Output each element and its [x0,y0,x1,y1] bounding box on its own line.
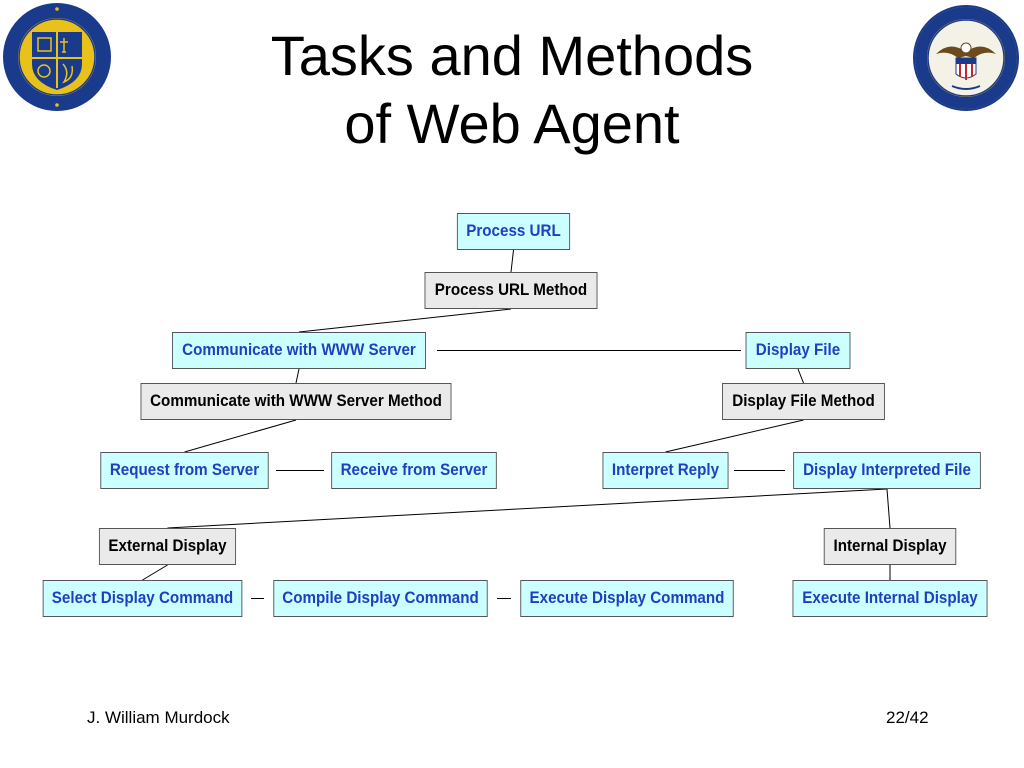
footer-page-number: 22/42 [886,708,929,727]
connector-communicate_with_www_server-to-communicate_with_www_server_method [295,368,300,384]
slide-title-line-1: Tasks and Methods [270,24,754,87]
department-of-the-navy-seal-icon [913,5,1019,111]
node-display-interpreted-file: Display Interpreted File [793,452,981,489]
node-interpret-reply: Interpret Reply [602,452,729,489]
node-execute-display-command: Execute Display Command [520,580,734,617]
slide-title-line-2: of Web Agent [344,92,680,155]
connector-external_display-to-select_display_command [142,564,168,581]
node-request-from-server: Request from Server [100,452,269,489]
connector-communicate_with_www_server_method-to-request_from_server [184,419,297,453]
naval-research-laboratory-seal-icon [3,3,111,111]
node-communicate-with-www-server: Communicate with WWW Server [172,332,426,369]
node-internal-display: Internal Display [823,528,957,565]
node-communicate-with-www-server-method: Communicate with WWW Server Method [140,383,452,420]
node-execute-internal-display: Execute Internal Display [792,580,988,617]
footer-author: J. William Murdock [87,708,230,727]
node-select-display-command: Select Display Command [42,580,243,617]
connector-process_url-to-process_url_method [510,249,514,273]
connector-display_file_method-to-interpret_reply [665,419,804,453]
node-process-url: Process URL [456,213,571,250]
connector-display_file-to-display_file_method [797,368,804,384]
node-display-file-method: Display File Method [722,383,885,420]
node-compile-display-command: Compile Display Command [273,580,488,617]
connector-display_interpreted_file-to-internal_display [886,488,891,529]
slide-title: Tasks and Methods of Web Agent [212,22,812,158]
connector-display_interpreted_file-to-external_display [167,488,888,529]
connector-process_url_method-to-communicate_with_www_server [298,308,512,333]
node-external-display: External Display [98,528,237,565]
node-process-url-method: Process URL Method [424,272,598,309]
node-display-file: Display File [745,332,851,369]
node-receive-from-server: Receive from Server [331,452,497,489]
